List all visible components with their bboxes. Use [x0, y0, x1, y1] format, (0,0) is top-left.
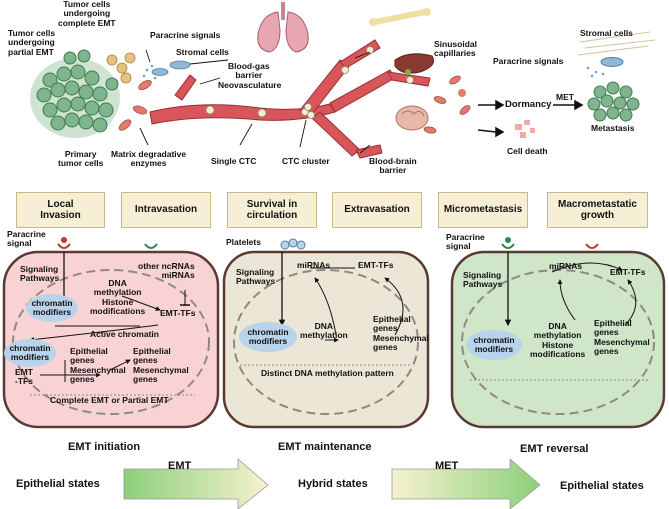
caption-emt-reversal: EMT reversal	[520, 443, 589, 455]
cell1-active-chromatin: Active chromatin	[90, 329, 159, 339]
cell2-methylation-pattern: Distinct DNA methylation pattern	[261, 368, 394, 378]
cell3-dna-methylation: DNA methylation Histone modifications	[530, 321, 586, 360]
label-neovasculature: Neovasculature	[218, 80, 282, 90]
cells-layer	[2, 237, 666, 429]
paracrine-dots-left	[142, 64, 157, 80]
stromal-cells-right	[577, 31, 656, 78]
label-ctc-cluster: CTC cluster	[282, 156, 330, 166]
liver-icon	[394, 53, 434, 75]
label-primary-tumor: Primary tumor cells	[58, 149, 104, 169]
stage-micrometastasis: Micrometastasis	[438, 192, 528, 228]
label-sinusoidal-capillaries: Sinusoidal capillaries	[434, 39, 477, 59]
label-dormancy: Dormancy	[505, 99, 552, 110]
cell1-chromatin-modifiers-1: chromatin modifiers	[26, 294, 78, 322]
cell3-signaling-pathways: Signaling Pathways	[463, 270, 503, 290]
label-metastasis: Metastasis	[591, 123, 635, 133]
label-stromal-cells-right: Stromal cells	[580, 28, 633, 38]
bone-icon	[369, 8, 431, 26]
caption-emt-initiation: EMT initiation	[68, 441, 141, 453]
cell1-dna-methylation: DNA methylation Histone modifications	[90, 278, 146, 317]
cell1-complete-partial-emt: Complete EMT or Partial EMT	[50, 395, 169, 405]
cell3-emt-tfs: EMT-TFs	[610, 267, 646, 277]
label-matrix-enzymes: Matrix degradative enzymes	[111, 149, 187, 169]
bottom-hybrid-states: Hybrid states	[298, 478, 368, 490]
stage-local-invasion: Local Invasion	[16, 192, 105, 228]
bottom-epithelial-states-right: Epithelial states	[560, 480, 644, 492]
label-tumor-complete-emt: Tumor cells undergoing complete EMT	[58, 0, 116, 28]
stromal-cells-left	[151, 60, 191, 76]
cell2-genes: Epithelial genes Mesenchymal genes	[373, 314, 429, 353]
cell1-emt-tfs-2: EMT -TFs	[15, 367, 33, 387]
cell1-genes-b: Epithelial genes Mesenchymal genes	[133, 346, 189, 385]
bottom-epithelial-states-left: Epithelial states	[16, 478, 100, 490]
transition-arrows	[123, 458, 541, 509]
bottom-emt-label: EMT	[168, 460, 192, 472]
blood-vessels	[149, 39, 431, 159]
stage-survival: Survival in circulation	[227, 192, 317, 228]
cell2-chromatin-modifiers: chromatin modifiers	[239, 322, 297, 352]
label-paracrine-signals: Paracrine signals	[150, 30, 221, 40]
stage-macrometastatic-growth: Macrometastatic growth	[547, 192, 648, 228]
cell3-mirnas: miRNAs	[549, 261, 583, 271]
label-stromal-cells: Stromal cells	[176, 47, 229, 57]
cell-emt-maintenance	[222, 238, 430, 429]
ctc-cells	[205, 46, 414, 119]
cell2-signaling-pathways: Signaling Pathways	[236, 267, 276, 287]
dead-cells	[515, 120, 535, 138]
cell1-signaling-pathways: Signaling Pathways	[20, 264, 60, 284]
cell-emt-reversal	[450, 237, 666, 429]
cell1-genes-a: Epithelial genes Mesenchymal genes	[70, 346, 126, 385]
cell1-other-ncrnas: other ncRNAs miRNAs	[138, 261, 195, 281]
cell1-emt-tfs: EMT-TFs	[160, 308, 196, 318]
met-arrow	[391, 458, 541, 509]
label-blood-brain-barrier: Blood-brain barrier	[369, 156, 417, 176]
cell3-paracrine-signal: Paracrine signal	[446, 232, 485, 252]
label-met-top: MET	[556, 92, 574, 102]
brain-icon	[395, 105, 429, 131]
label-paracrine-signals-right: Paracrine signals	[493, 56, 564, 66]
cell3-chromatin-modifiers: chromatin modifiers	[466, 330, 522, 360]
cell2-mirnas: miRNAs	[297, 260, 331, 270]
cell2-emt-tfs: EMT-TFs	[358, 260, 394, 270]
cell1-paracrine-signal: Paracrine signal	[7, 229, 46, 249]
label-blood-gas-barrier: Blood-gas barrier	[228, 61, 270, 81]
label-cell-death: Cell death	[507, 146, 548, 156]
metastasis-cluster	[587, 81, 640, 122]
primary-tumor-cluster	[30, 49, 152, 138]
label-single-ctc: Single CTC	[211, 156, 257, 166]
stage-intravasation: Intravasation	[121, 192, 211, 228]
cell3-genes: Epithelial genes Mesenchymal genes	[594, 318, 650, 357]
cell1-chromatin-modifiers-2: chromatin modifiers	[4, 339, 56, 367]
emt-arrow	[123, 458, 269, 509]
dormant-cell	[458, 89, 466, 97]
label-tumor-partial-emt: Tumor cells undergoing partial EMT	[8, 28, 56, 57]
cell2-dna-methylation: DNA methylation	[300, 321, 348, 341]
metastasis-illustration	[30, 2, 656, 159]
cell2-platelets: Platelets	[226, 237, 261, 247]
pointer-lines	[139, 49, 371, 154]
stage-extravasation: Extravasation	[332, 192, 422, 228]
floating-cells	[423, 75, 471, 134]
outcome-arrows	[477, 99, 584, 138]
caption-emt-maintenance: EMT maintenance	[278, 441, 372, 453]
lungs-icon	[257, 2, 309, 53]
bottom-met-label: MET	[435, 460, 459, 472]
